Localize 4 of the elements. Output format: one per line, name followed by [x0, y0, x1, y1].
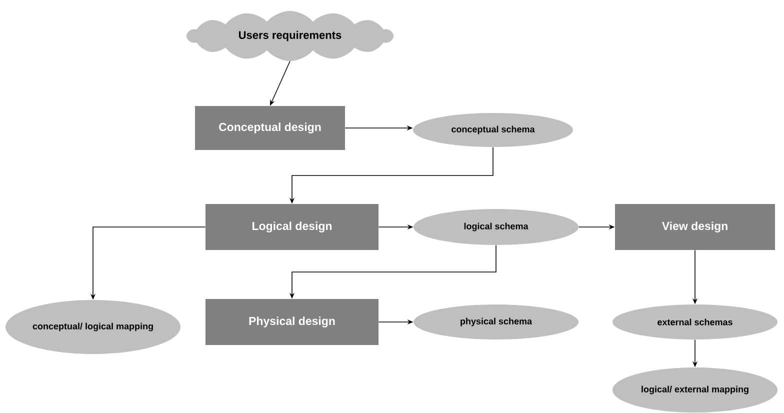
- process-box: Logical design: [206, 204, 378, 250]
- process-box: Physical design: [206, 299, 378, 345]
- process-box: Conceptual design: [195, 106, 345, 150]
- process-box: View design: [615, 204, 775, 250]
